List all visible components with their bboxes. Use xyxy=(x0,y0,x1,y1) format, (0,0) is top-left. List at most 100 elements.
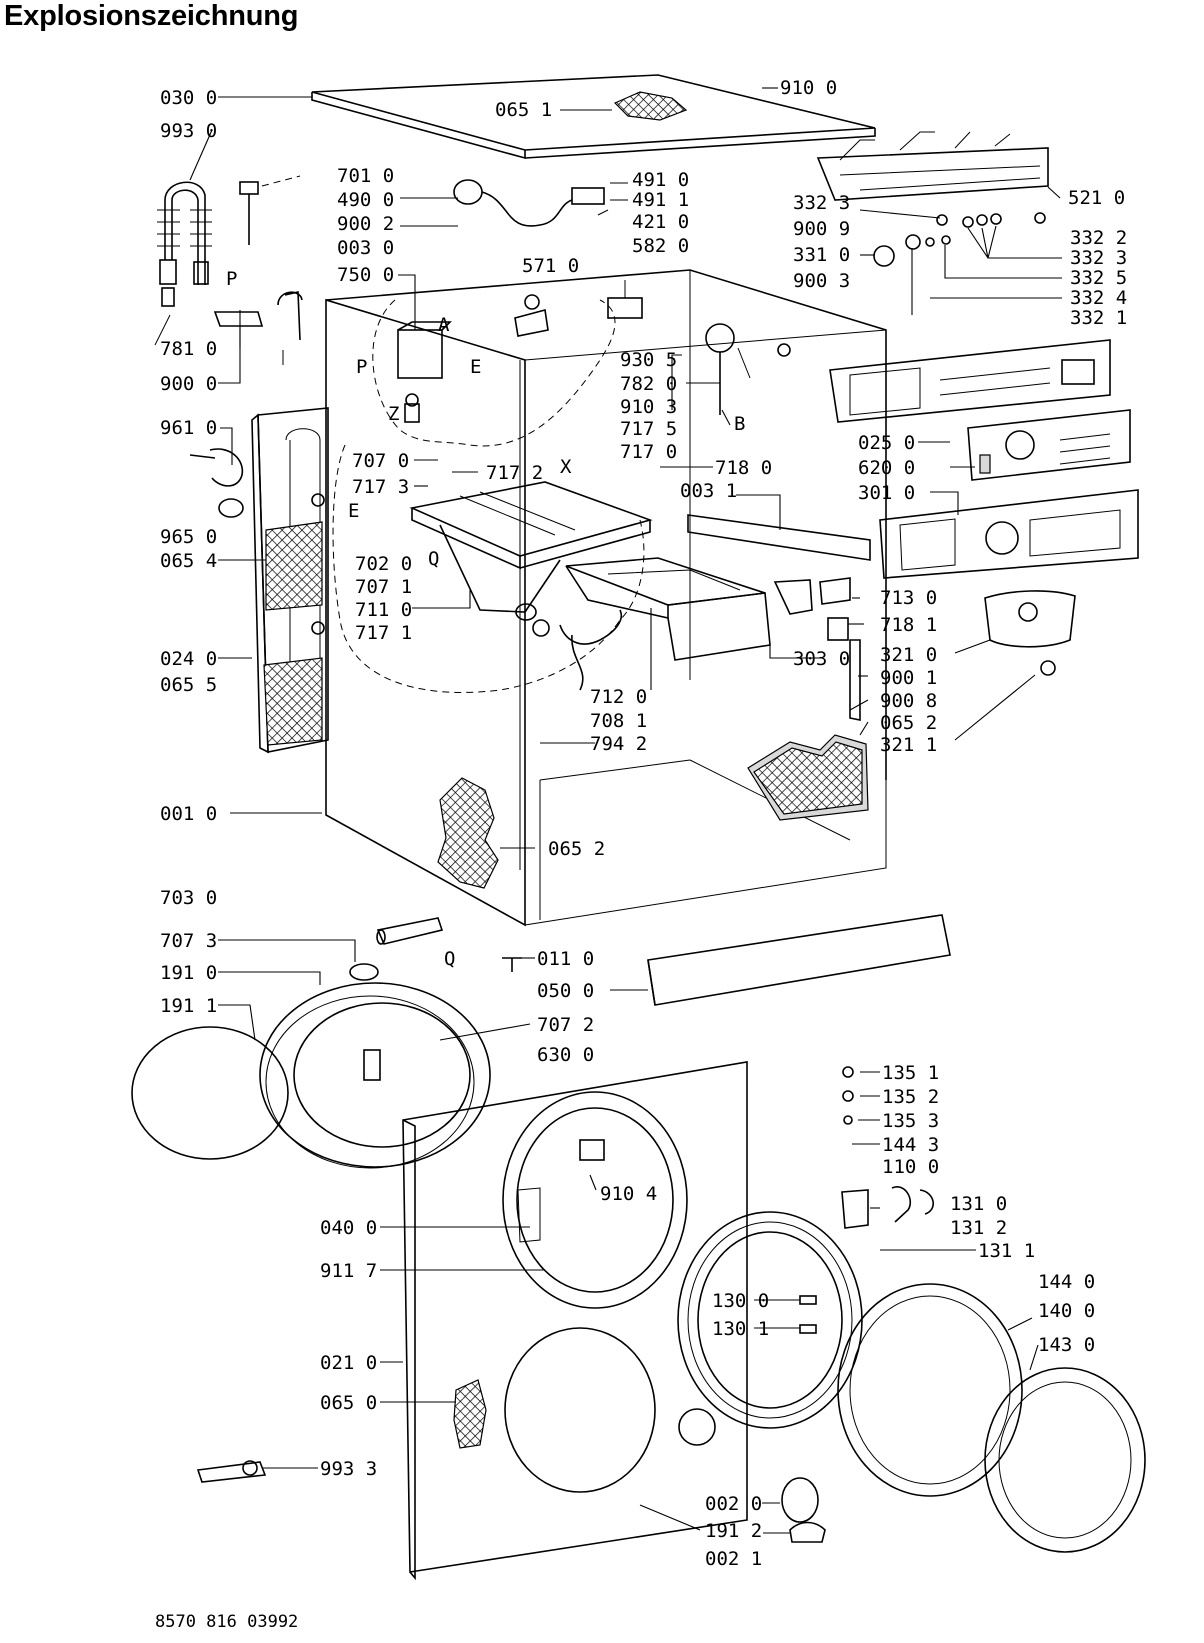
letter-label: P xyxy=(226,268,237,290)
reference-letters: P P A E E Z X B Q Q xyxy=(226,268,745,970)
top-cover xyxy=(311,74,876,160)
callout: 900 3 xyxy=(793,270,850,292)
kick-plate xyxy=(647,914,951,1006)
letter-label: E xyxy=(470,356,481,378)
callout: 490 0 xyxy=(337,189,394,211)
callout: 003 0 xyxy=(337,237,394,259)
cover-mesh-panel xyxy=(613,91,688,121)
callout: 900 8 xyxy=(880,690,937,712)
callout: 708 1 xyxy=(590,710,647,732)
door-frame xyxy=(677,1211,863,1429)
callout: 002 0 xyxy=(705,1493,762,1515)
callout: 707 3 xyxy=(160,930,217,952)
callout: 303 0 xyxy=(793,648,850,670)
callout: 332 3 xyxy=(793,192,850,214)
program-knob-fascia xyxy=(984,590,1076,676)
detergent-dispenser xyxy=(409,481,653,637)
callout: 491 1 xyxy=(632,189,689,211)
callout: 421 0 xyxy=(632,211,689,233)
seal-ring-707 xyxy=(349,963,379,981)
front-control-panel xyxy=(879,489,1139,579)
letter-label: P xyxy=(356,356,367,378)
callout: 571 0 xyxy=(522,255,579,277)
callout: 065 1 xyxy=(495,99,552,121)
callout: 491 0 xyxy=(632,169,689,191)
callout: 782 0 xyxy=(620,373,677,395)
callout: 130 1 xyxy=(712,1318,769,1340)
rear-panel xyxy=(251,407,329,754)
callout: 900 9 xyxy=(793,218,850,240)
callout: 021 0 xyxy=(320,1352,377,1374)
rear-mesh-lower xyxy=(263,657,323,746)
callout: 910 3 xyxy=(620,396,677,418)
callout: 191 1 xyxy=(160,995,217,1017)
callout: 717 0 xyxy=(620,441,677,463)
callout: 025 0 xyxy=(858,432,915,454)
callout: 143 0 xyxy=(1038,1334,1095,1356)
letter-label: A xyxy=(438,314,450,336)
control-panel-housing xyxy=(829,339,1111,423)
electronic-module xyxy=(967,409,1131,481)
front-mesh-panel xyxy=(453,1379,487,1449)
callout: 794 2 xyxy=(590,733,647,755)
callout: 900 0 xyxy=(160,373,217,395)
callout: 718 0 xyxy=(715,457,772,479)
door-outer-ring xyxy=(984,1367,1146,1553)
callout: 910 0 xyxy=(780,77,837,99)
rear-mesh-upper xyxy=(265,521,323,611)
door-lock-relay xyxy=(607,280,643,319)
callout: 144 0 xyxy=(1038,1271,1095,1293)
front-panel xyxy=(402,1061,748,1581)
callout: 750 0 xyxy=(337,264,394,286)
callout: 144 3 xyxy=(882,1134,939,1156)
control-knobs xyxy=(873,212,1046,267)
page-title: Explosionszeichnung xyxy=(4,0,299,32)
callout: 930 5 xyxy=(620,349,677,371)
leader-lines xyxy=(189,87,1062,1534)
callout: 135 2 xyxy=(882,1086,939,1108)
callout: 900 2 xyxy=(337,213,394,235)
callout: 065 2 xyxy=(548,838,605,860)
callout: 713 0 xyxy=(880,587,937,609)
rail-and-brackets xyxy=(687,514,871,721)
drawing-number: 8570 816 03992 xyxy=(155,1612,298,1632)
gasket-disc xyxy=(131,1026,289,1160)
callout: 717 5 xyxy=(620,418,677,440)
callout: 331 0 xyxy=(793,244,850,266)
callout: 130 0 xyxy=(712,1290,769,1312)
callout: 140 0 xyxy=(1038,1300,1095,1322)
dispenser-drawer xyxy=(565,557,771,661)
callout: 900 1 xyxy=(880,667,937,689)
callout: 002 1 xyxy=(705,1548,762,1570)
callout: 707 1 xyxy=(355,576,412,598)
callout: 321 0 xyxy=(880,644,937,666)
callout: 707 2 xyxy=(537,1014,594,1036)
interference-suppressor xyxy=(397,321,452,423)
callout: 521 0 xyxy=(1068,187,1125,209)
callout: 191 0 xyxy=(160,962,217,984)
callout: 332 3 xyxy=(1070,247,1127,269)
control-unit-top xyxy=(816,131,1049,201)
callout: 717 3 xyxy=(352,476,409,498)
letter-label: B xyxy=(734,413,745,435)
callout: 135 1 xyxy=(882,1062,939,1084)
callout: 718 1 xyxy=(880,614,937,636)
callout: 024 0 xyxy=(160,648,217,670)
callout: 011 0 xyxy=(537,948,594,970)
noise-filter-part xyxy=(189,448,244,518)
callout: 582 0 xyxy=(632,235,689,257)
callout: 065 4 xyxy=(160,550,217,572)
callout: 702 0 xyxy=(355,553,412,575)
callout: 001 0 xyxy=(160,803,217,825)
cabinet-body xyxy=(325,269,887,927)
callout: 993 0 xyxy=(160,120,217,142)
callout: 003 1 xyxy=(680,480,737,502)
callout: 332 2 xyxy=(1070,227,1127,249)
callout: 131 0 xyxy=(950,1193,1007,1215)
hose-clamp xyxy=(239,175,301,245)
callout: 050 0 xyxy=(537,980,594,1002)
callout: 135 3 xyxy=(882,1110,939,1132)
hinge-parts xyxy=(841,1066,934,1229)
callout: 630 0 xyxy=(537,1044,594,1066)
